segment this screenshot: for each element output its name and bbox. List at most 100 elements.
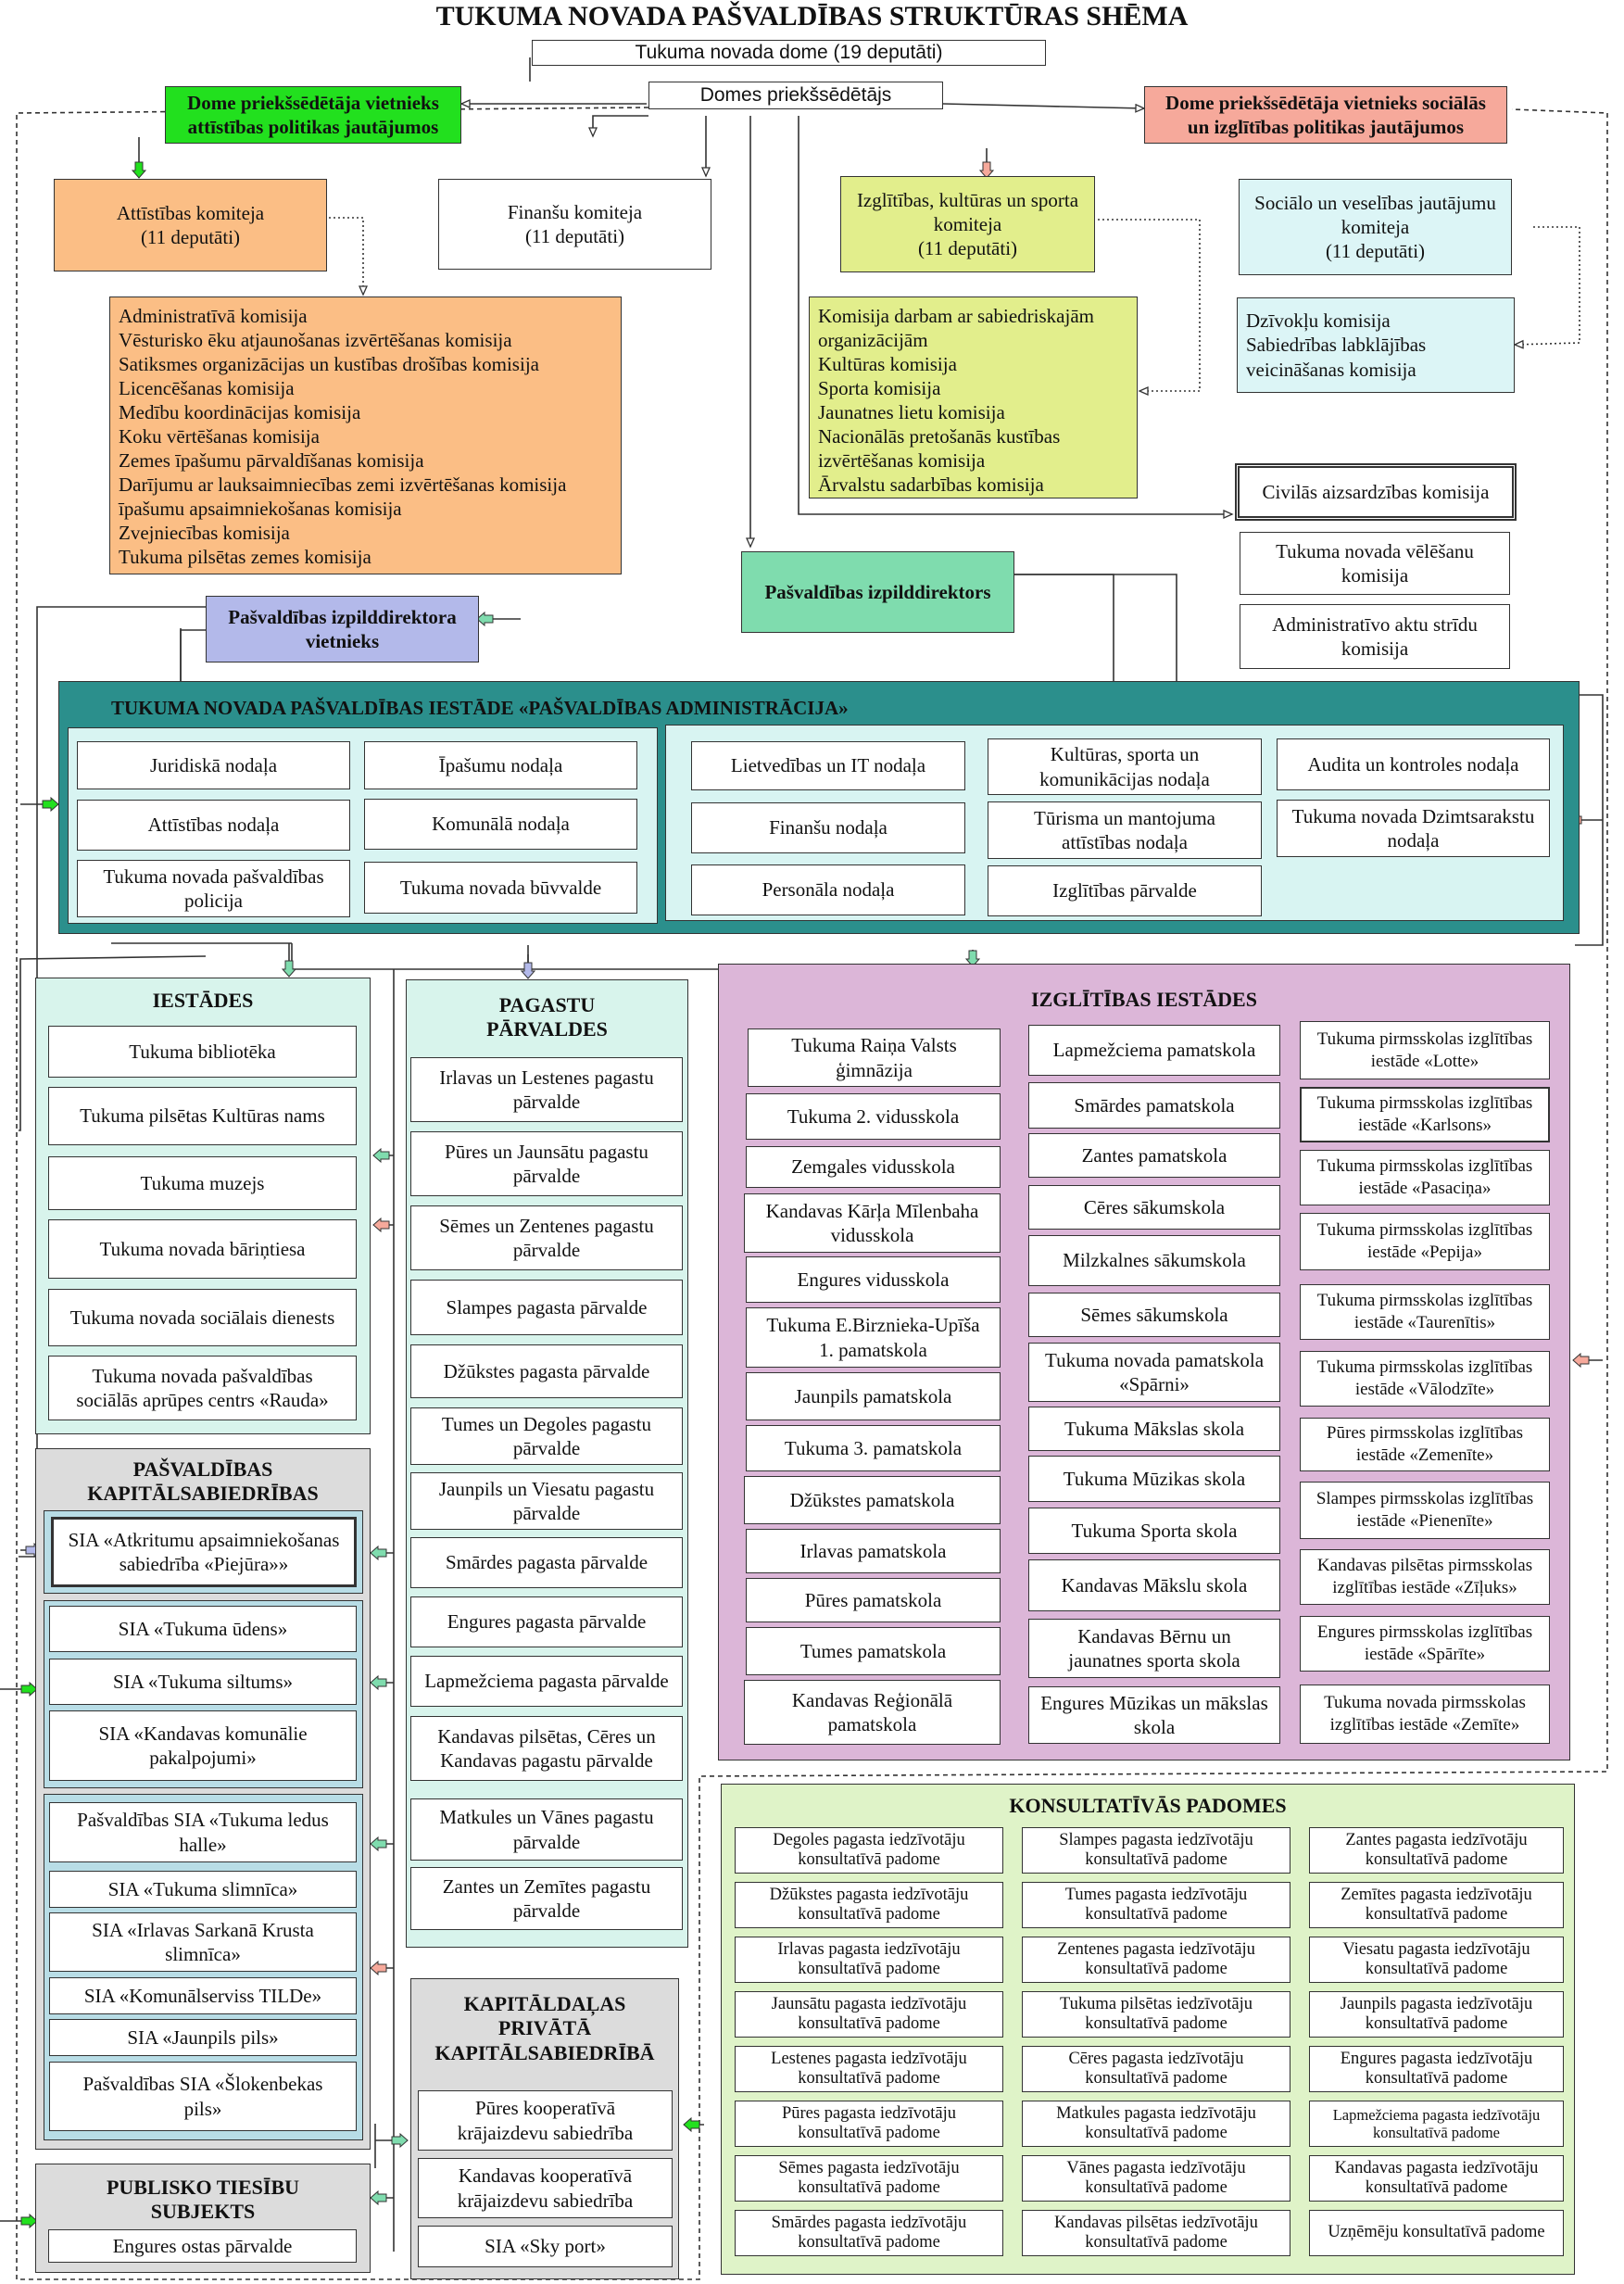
commission-item: Koku vērtēšanas komisija [119, 425, 320, 448]
company-item: SIA «Tukuma siltums» [49, 1659, 357, 1705]
item-line2: pārvalde [512, 1899, 581, 1922]
admin-department: Personāla nodaļa [691, 864, 965, 915]
item-line1: Degoles pagasta iedzīvotāju [773, 1830, 965, 1849]
item-line2: pārvalde [512, 1437, 581, 1459]
item-line1: Tukuma novada pamatskola [1044, 1348, 1265, 1371]
item-line2: konsultatīvā padome [798, 1850, 940, 1869]
item-line2: sociālās aprūpes centrs «Rauda» [76, 1389, 329, 1411]
school-item: Tukuma novada pamatskola«Spārni» [1028, 1343, 1280, 1402]
item-line1: Kandavas pilsētas iedzīvotāju [1054, 2213, 1258, 2232]
vice-chair-social: Dome priekšsēdētāja vietnieks sociālās u… [1144, 86, 1507, 144]
admin-department: Īpašumu nodaļa [364, 741, 637, 789]
item-line1: SIA «Irlavas Sarkanā Krusta [92, 1918, 314, 1941]
council-label: Tukuma novada dome (19 deputāti) [635, 41, 943, 63]
item-line1: SIA «Tukuma slimnīca» [107, 1877, 298, 1900]
dept-line1: Īpašumu nodaļa [438, 753, 563, 776]
item-line1: Irlavas pagasta iedzīvotāju [777, 1939, 961, 1959]
item-line2: pārvalde [512, 1830, 581, 1853]
school-item: Zemgales vidusskola [746, 1146, 1001, 1188]
school-item: Tukuma 2. vidusskola [746, 1093, 1001, 1140]
institution-item: Tukuma bibliotēka [48, 1026, 357, 1078]
edu-committee-line1: Izglītības, kultūras un sporta [856, 188, 1079, 211]
item-line1: Kandavas pilsētas, Cēres un [437, 1724, 656, 1748]
item-line1: SIA «Jaunpils pils» [127, 2025, 279, 2049]
item-line2: konsultatīvā padome [1085, 2014, 1227, 2033]
item-line1: Tukuma novada pašvaldības [92, 1364, 313, 1387]
private-share-item: SIA «Sky port» [418, 2226, 673, 2267]
item-line1: Džūkstes pagasta pārvalde [443, 1359, 650, 1382]
item-line2: pārvalde [512, 1239, 581, 1261]
item-line1: Matkules pagasta iedzīvotāju [1056, 2103, 1256, 2123]
item-line1: Tukuma pirmsskolas izglītības [1316, 1357, 1533, 1378]
item-line2: iestāde «Spārīte» [1364, 1645, 1486, 1664]
school-item: Tukuma Sporta skola [1028, 1508, 1280, 1554]
admin-department: Tukuma novada būvvalde [364, 862, 637, 914]
dept-line1: Kultūras, sporta un [1050, 743, 1200, 766]
item-line2: iestāde «Karlsons» [1357, 1116, 1492, 1135]
soc-committee-line3: (11 deputāti) [1325, 240, 1426, 263]
item-line1: Smārdes pamatskola [1074, 1093, 1235, 1117]
preschool-item: Kandavas pilsētas pirmsskolas izglītības … [1300, 1549, 1550, 1605]
school-item: Tumes pamatskola [746, 1627, 1001, 1675]
item-line2: iestāde «Vālodzīte» [1354, 1380, 1495, 1399]
item-line1: Sēmes pagasta iedzīvotāju [778, 2158, 960, 2177]
item-line1: Tukuma Raiņa Valsts [791, 1034, 957, 1057]
item-line1: Engures ostas pārvalde [112, 2234, 293, 2257]
item-line2: izglītības iestāde «Zīļuks» [1332, 1578, 1517, 1597]
deputy-line1: Pašvaldības izpilddirektora [228, 605, 457, 628]
item-line1: Pūres kooperatīvā [474, 2097, 616, 2120]
item-line1: Tukuma Sporta skola [1071, 1519, 1238, 1542]
civil-defence-commission: Civilās aizsardzības komisija [1235, 463, 1517, 521]
item-line1: Engures pagasta iedzīvotāju [1340, 2049, 1533, 2068]
election-line2: komisija [1341, 564, 1409, 587]
dept-line1: Lietvedības un IT nodaļa [730, 754, 926, 777]
item-line2: 1. pamatskola [819, 1338, 927, 1361]
dev-commissions-list: Administratīvā komisija Vēsturisko ēku a… [109, 297, 622, 574]
school-item: Džūkstes pamatskola [744, 1476, 1001, 1524]
deputy-executive-director: Pašvaldības izpilddirektora vietnieks [206, 596, 479, 662]
preschool-item: Tukuma pirmsskolas izglītības iestāde «Vā… [1300, 1351, 1550, 1407]
item-line2: pamatskola [827, 1713, 917, 1735]
item-line1: Tumes pamatskola [799, 1639, 947, 1662]
admin-department: Juridiskā nodaļa [77, 741, 350, 789]
item-line1: Tukuma pilsētas iedzīvotāju [1060, 1994, 1253, 2013]
institution-item: Tukuma muzejs [48, 1156, 357, 1210]
item-line2: iestāde «Zemenīte» [1355, 1445, 1494, 1465]
item-line1: Lestenes pagasta iedzīvotāju [771, 2049, 967, 2068]
public-law-item: Engures ostas pārvalde [48, 2229, 357, 2263]
institutions-title: IESTĀDES [152, 989, 254, 1012]
council-item: Uzņēmēju konsultatīvā padome [1309, 2210, 1564, 2256]
item-line2: konsultatīvā padome [1365, 1850, 1508, 1869]
item-line1: Kandavas pilsētas pirmsskolas [1316, 1556, 1533, 1576]
item-line1: Tukuma Mākslas skola [1064, 1417, 1245, 1440]
commission-item: Nacionālās pretošanās kustības [818, 425, 1061, 448]
commission-item: īpašumu apsaimniekošanas komisija [119, 498, 402, 521]
item-line2: konsultatīvā padome [798, 1905, 940, 1924]
parish-administration: Slampes pagasta pārvalde [410, 1280, 683, 1335]
item-line1: Slampes pagasta pārvalde [446, 1295, 648, 1319]
commission-item: Darījumu ar lauksaimniecības zemi izvērt… [119, 473, 567, 497]
item-line1: Engures pagasta pārvalde [447, 1610, 647, 1634]
item-line2: ģimnāzija [836, 1058, 913, 1081]
